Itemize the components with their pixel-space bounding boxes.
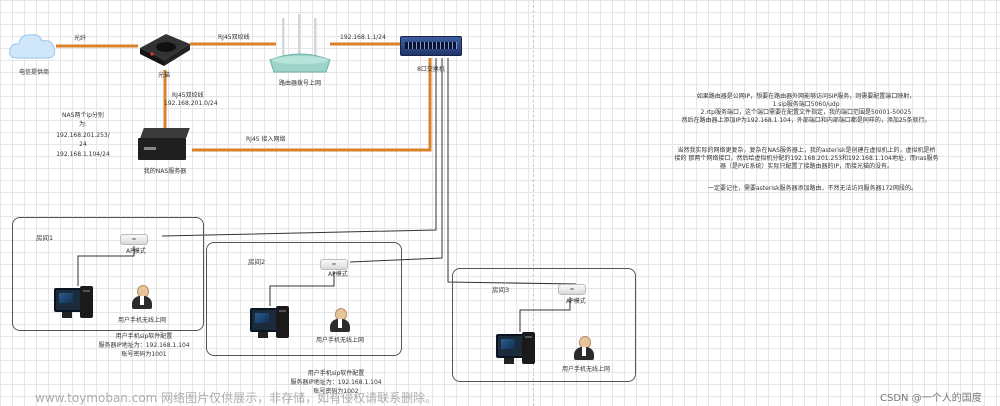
note-2-line-3: 器（是PVE系统）实际只配置了接路由器的IP，而接光猫的没有。: [720, 163, 893, 170]
rj45-top-label: RJ45双绞线: [218, 34, 250, 41]
nas-ip-note-4: 24: [79, 141, 87, 148]
nas-server-icon: [138, 128, 192, 162]
room-2-caption-1: 用户手机sip软件配置: [307, 370, 365, 377]
note-2-line-1: 当然我实际的网络更复杂，复杂在NAS服务器上，我的asterisk是创建在虚拟机…: [677, 147, 936, 154]
pc-3-icon: [496, 332, 540, 368]
isp-label: 电信提供商: [18, 69, 49, 76]
room-2-box: [206, 242, 402, 356]
cable-nas-switch: [192, 58, 432, 152]
wire-ap2-pc2: [269, 272, 335, 306]
note-3-line-1: 一定要记住，需要asterisk服务器添加路由，不然无法访问服务器172网段的。: [707, 185, 918, 192]
room-3-box: [452, 268, 636, 382]
note-1-line-2: 1.sip服务端口5060/udp: [772, 101, 840, 108]
note-1-line-4: 然后在路由器上添加IP为192.168.1.104，外部端口和内部端口都是同样的…: [681, 117, 931, 124]
room-1-caption-2: 服务器IP地址为：192.168.1.104: [98, 342, 190, 349]
room-2-label: 房间2: [248, 258, 266, 266]
notes-paragraph-2: 当然我实际的网络更复杂，复杂在NAS服务器上，我的asterisk是创建在虚拟机…: [664, 147, 949, 171]
note-2-line-2: 接的 那两个网络接口，然后给虚拟机分配的192.168.201.253和192.…: [674, 155, 939, 162]
wire-ap1-pc1: [77, 246, 135, 286]
nas-label: 我的NAS服务器: [143, 168, 187, 175]
room-1-caption-1: 用户手机sip软件配置: [115, 333, 173, 340]
switch-label: 8口交换机: [417, 66, 445, 73]
subnet-1-label: 192.168.1.1/24: [340, 34, 386, 41]
note-1-line-1: 如果路由器是公网IP，想要在路由器外网能够访问SIP服务，则需要配置端口映射，: [696, 93, 916, 100]
user-3-icon: [574, 336, 594, 360]
notes-paragraph-1: 如果路由器是公网IP，想要在路由器外网能够访问SIP服务，则需要配置端口映射， …: [676, 93, 936, 125]
rj45-mid-label: RJ45双绞线: [172, 92, 204, 99]
wifi-router-label: 路由器拨号上网: [278, 80, 321, 87]
csdn-credit: CSDN @一个人的国度: [880, 393, 982, 404]
room-2-phone-label: 用户手机无线上网: [316, 337, 365, 344]
ap-2-label: AP模式: [328, 271, 348, 278]
pc-1-icon: [54, 286, 98, 322]
page-divider: [533, 0, 534, 406]
notes-paragraph-3: 一定要记住，需要asterisk服务器添加路由，不然无法访问服务器172网段的。: [700, 185, 925, 193]
rj45-into-network-label: RJ45 接入网络: [246, 136, 286, 143]
modem-icon: [136, 26, 192, 68]
room-3-label: 房间3: [492, 286, 510, 294]
room-1-caption-3: 账号密码为1001: [121, 351, 167, 358]
wire-switch-ap2: [349, 58, 443, 263]
room-1-label: 房间1: [36, 234, 54, 242]
wire-ap3-pc3: [519, 297, 571, 332]
nas-ip-note-2: 为:: [78, 121, 88, 128]
ap-1-label: AP模式: [126, 248, 146, 255]
modem-label: 光猫: [157, 72, 170, 79]
note-1-line-3: 2.rtp服务端口，这个端口需要在配置文件指定，我的端口范围是50001-500…: [700, 109, 912, 116]
subnet-201-label: 192.168.201.0/24: [164, 100, 218, 107]
ap-2-icon: [320, 259, 348, 270]
cloud-icon: [8, 30, 58, 62]
room-2-caption-3: 账号密码为1002: [313, 388, 359, 395]
room-2-caption-2: 服务器IP地址为：192.168.1.104: [290, 379, 382, 386]
ap-1-icon: [120, 234, 148, 245]
ap-3-icon: [558, 284, 586, 295]
nas-ip-note-3: 192.168.201.253/: [56, 132, 110, 139]
switch-icon: [400, 36, 462, 56]
nas-ip-note-1: NAS两个ip分别: [62, 112, 104, 119]
room-1-box: [12, 217, 204, 331]
user-2-icon: [330, 308, 350, 332]
ap-3-label: AP模式: [566, 298, 586, 305]
wire-switch-ap3: [447, 58, 577, 285]
pc-2-icon: [250, 306, 294, 342]
nas-ip-note-5: 192.168.1.104/24: [56, 151, 110, 158]
room-1-phone-label: 用户手机无线上网: [118, 317, 167, 324]
room-3-phone-label: 用户手机无线上网: [562, 366, 611, 373]
wire-switch-ap1: [161, 58, 437, 237]
watermark-text: www.toymoban.com 网络图片仅供展示，非存储，如有侵权请联系删除。: [35, 391, 438, 405]
wifi-router-icon: [268, 12, 332, 76]
user-1-icon: [132, 285, 152, 309]
fiber-label: 光纤: [74, 35, 87, 42]
